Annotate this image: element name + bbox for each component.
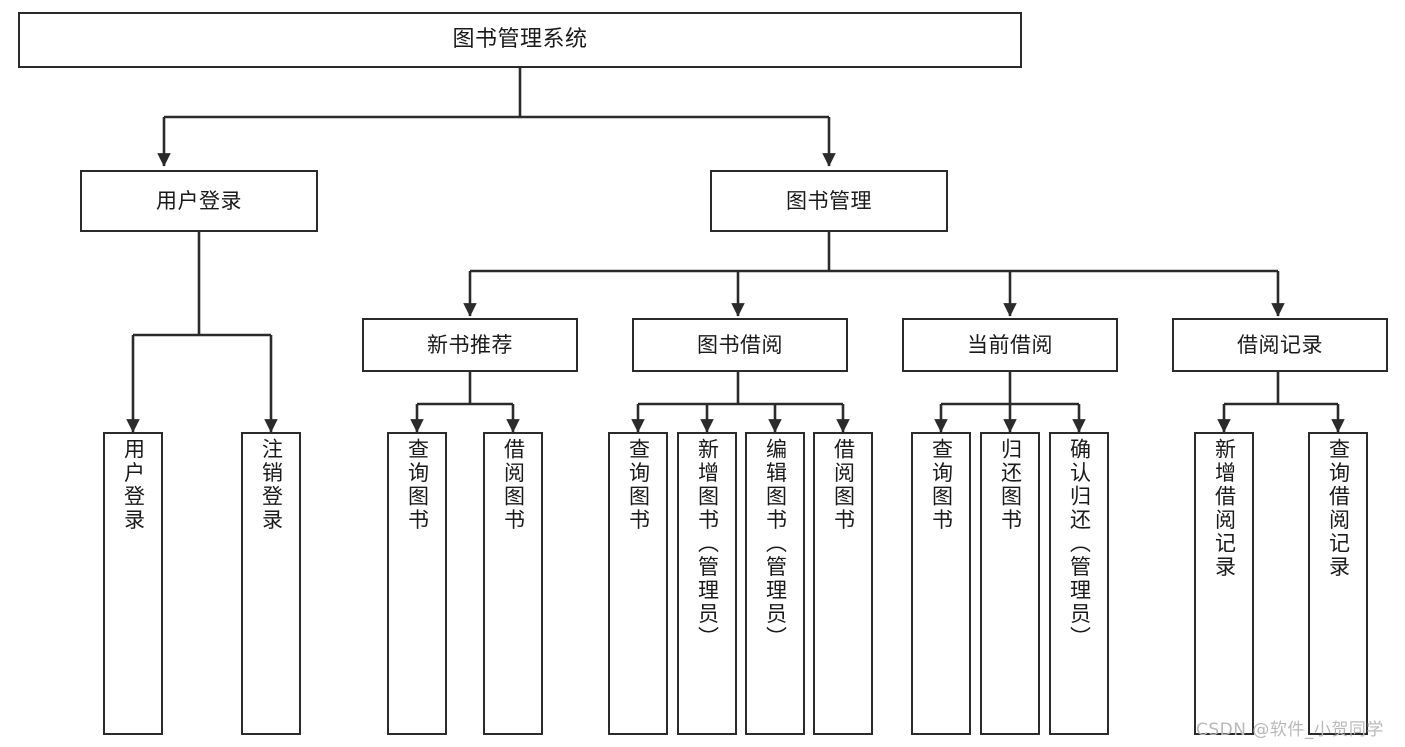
node-label: 用户登录 (121, 438, 146, 532)
leaf-current-borrow-return-book[interactable]: 归还图书 (980, 432, 1040, 735)
node-label: 归还图书 (998, 438, 1023, 532)
leaf-book-borrow-query-book[interactable]: 查询图书 (608, 432, 668, 735)
node-label: 查询图书 (929, 438, 954, 532)
node-label: 借阅图书 (831, 438, 856, 532)
node-book-management-system[interactable]: 图书管理系统 (18, 12, 1022, 68)
leaf-book-borrow-edit-book[interactable]: 编辑图书（管理员） (745, 432, 805, 735)
node-borrow-records[interactable]: 借阅记录 (1172, 318, 1388, 372)
leaf-user-login-logout[interactable]: 注销登录 (241, 432, 301, 735)
node-label: 注销登录 (259, 438, 284, 532)
leaf-borrow-record-query-record[interactable]: 查询借阅记录 (1308, 432, 1368, 735)
node-label: 借阅记录 (1237, 332, 1323, 357)
node-label: 图书借阅 (697, 332, 783, 357)
node-label: 确认归还（管理员） (1067, 438, 1092, 650)
leaf-user-login-login[interactable]: 用户登录 (103, 432, 163, 735)
node-label: 图书管理 (786, 188, 872, 213)
node-new-book-recommendation[interactable]: 新书推荐 (362, 318, 578, 372)
node-label: 当前借阅 (967, 332, 1053, 357)
node-label: 查询借阅记录 (1326, 438, 1351, 579)
node-label: 图书管理系统 (452, 27, 588, 53)
leaf-book-borrow-borrow-book[interactable]: 借阅图书 (813, 432, 873, 735)
node-label: 借阅图书 (501, 438, 526, 532)
leaf-book-borrow-add-book[interactable]: 新增图书（管理员） (677, 432, 737, 735)
leaf-borrow-record-add-record[interactable]: 新增借阅记录 (1194, 432, 1254, 735)
leaf-current-borrow-confirm-return[interactable]: 确认归还（管理员） (1049, 432, 1109, 735)
node-book-borrowing[interactable]: 图书借阅 (632, 318, 848, 372)
node-user-login[interactable]: 用户登录 (80, 170, 318, 232)
node-label: 新书推荐 (427, 332, 513, 357)
leaf-current-borrow-query-book[interactable]: 查询图书 (911, 432, 971, 735)
leaf-new-book-rec-borrow-book[interactable]: 借阅图书 (483, 432, 543, 735)
node-book-management[interactable]: 图书管理 (710, 170, 948, 232)
leaf-new-book-rec-query-book[interactable]: 查询图书 (387, 432, 447, 735)
node-label: 用户登录 (156, 188, 242, 213)
csdn-watermark: CSDN @软件_小贺同学 (1196, 720, 1384, 740)
node-current-borrowing[interactable]: 当前借阅 (902, 318, 1118, 372)
node-label: 新增借阅记录 (1212, 438, 1237, 579)
node-label: 查询图书 (405, 438, 430, 532)
node-label: 查询图书 (626, 438, 651, 532)
node-label: 新增图书（管理员） (695, 438, 720, 650)
node-label: 编辑图书（管理员） (763, 438, 788, 650)
